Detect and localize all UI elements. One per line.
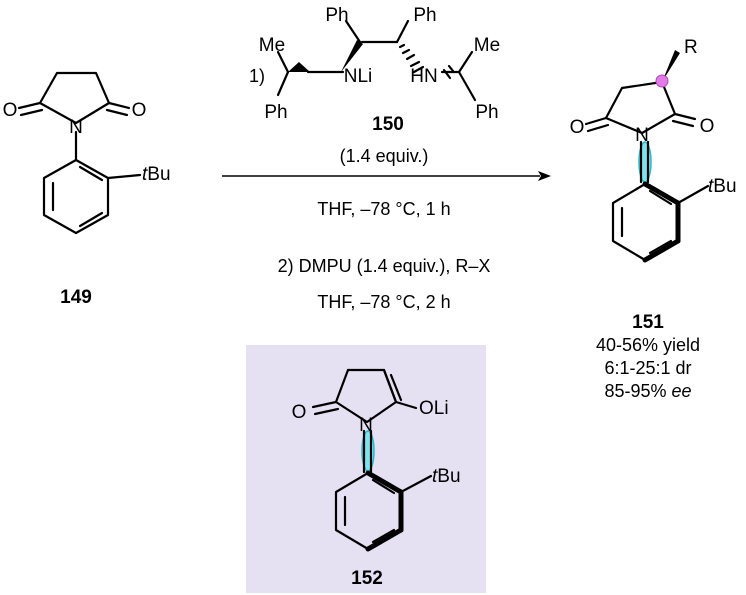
product-o-right: O [700, 116, 715, 137]
step1-label: 1) [249, 66, 265, 86]
condition-line2: 2) DMPU (1.4 equiv.), R–X [278, 256, 491, 276]
condition-line1: THF, –78 °C, 1 h [317, 199, 450, 219]
ph-b: Ph [413, 5, 436, 26]
int-tbu: tBu [432, 466, 461, 487]
me-b: Me [474, 35, 500, 56]
intermediate-label: 152 [351, 568, 383, 589]
condition-line3: THF, –78 °C, 2 h [317, 292, 450, 312]
sm-o-right: O [132, 100, 147, 121]
stereocenter-highlight [655, 74, 669, 88]
int-o: O [292, 402, 307, 423]
ph-c: Ph [264, 102, 287, 123]
nli-label: NLi [344, 66, 373, 87]
product-dr: 6:1-25:1 dr [604, 358, 691, 378]
reaction-arrow [222, 171, 551, 181]
compound-152: O OLi N tBu 152 [292, 368, 461, 589]
compound-149: O O N tBu 149 [3, 71, 171, 308]
product-o-left: O [570, 117, 585, 138]
reagent-150: 1) Ph Ph Me Me NLi HN Ph Ph 150 (1.4 equ… [249, 5, 500, 166]
sm-o-left: O [3, 100, 18, 121]
product-ee: 85-95% ee [604, 381, 691, 401]
me-a: Me [259, 35, 285, 56]
int-n: N [359, 415, 373, 436]
reagent-equiv: (1.4 equiv.) [340, 146, 429, 166]
hn-label: HN [410, 66, 437, 87]
ph-a: Ph [325, 5, 348, 26]
product-tbu: tBu [708, 176, 737, 197]
product-r: R [684, 37, 698, 58]
sm-tbu: tBu [142, 164, 171, 185]
product-label: 151 [632, 312, 664, 333]
ph-d: Ph [475, 102, 498, 123]
sm-label: 149 [60, 287, 92, 308]
product-n: N [635, 125, 649, 146]
int-oli: OLi [419, 398, 449, 419]
sm-n: N [69, 117, 83, 138]
compound-151: R O O N tBu 151 40-56% yield 6:1-25:1 dr… [570, 37, 737, 401]
reagent-label: 150 [372, 114, 404, 135]
product-yield: 40-56% yield [596, 335, 700, 355]
